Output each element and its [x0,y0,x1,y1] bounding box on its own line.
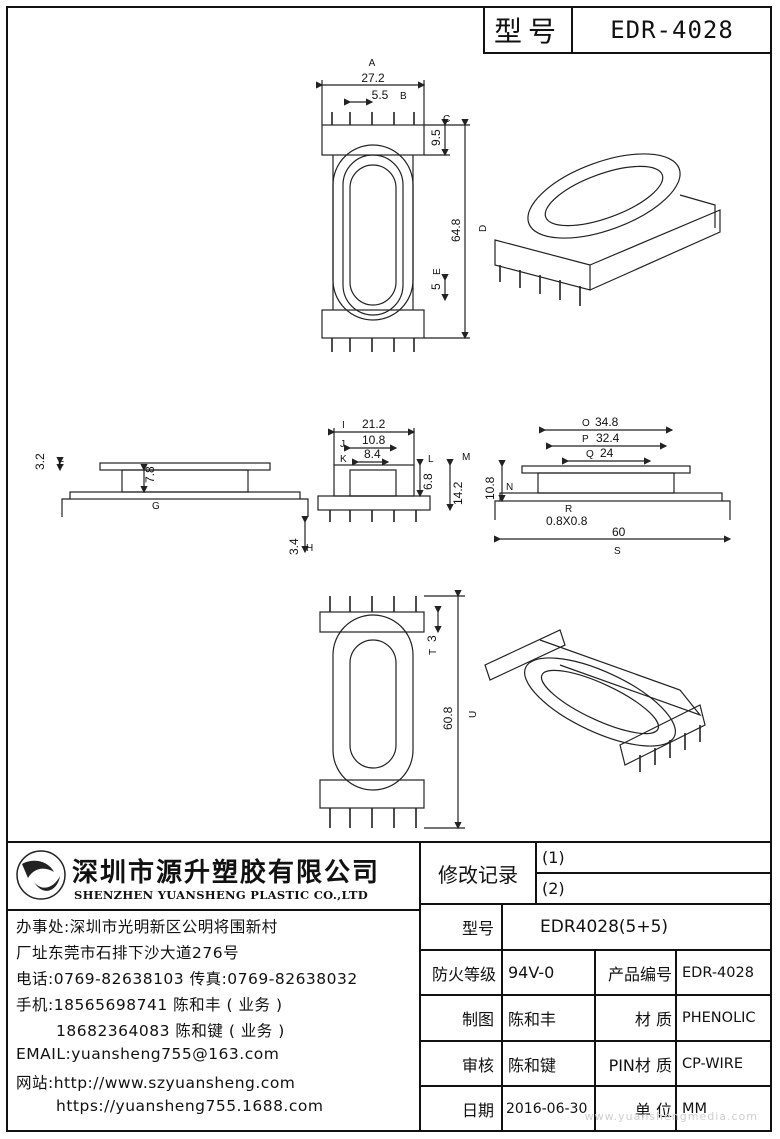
bottom-view [319,590,465,830]
tag-m: M [462,452,470,463]
date-value: 2016-06-30 [506,1101,588,1117]
check-label: 审核 [461,1055,494,1075]
tag-e: E [432,268,443,275]
tag-g: G [152,501,160,512]
tag-r: R [565,504,572,515]
dim-27-2: 27.2 [361,71,385,85]
drawn-value: 陈和丰 [508,1010,557,1029]
tag-q: Q [586,449,594,460]
iso-view-1 [494,153,721,306]
tag-k: K [340,454,347,465]
company-logo-icon [16,850,66,900]
header-model: EDR-4028 [571,8,771,54]
model-label: 型号 [461,919,494,938]
front-view [317,428,454,522]
website-2[interactable]: https://yuansheng755.1688.com [56,1097,324,1115]
dim-3-4: 3.4 [287,538,301,555]
dim-21-2: 21.2 [362,417,386,431]
dim-14-2: 14.2 [451,481,465,505]
check-value: 陈和键 [508,1055,557,1075]
tag-d: D [478,225,489,232]
dim-6-8: 6.8 [421,473,435,490]
watermark: www.yuanshengmedia.com [584,1110,758,1123]
dim-34-8: 34.8 [595,415,619,429]
model-value: EDR4028(5+5) [540,917,669,937]
dim-60: 60 [612,525,626,539]
tag-s: S [614,546,621,557]
dim-5-5: 5.5 [372,88,389,102]
dim-10-8: 10.8 [362,433,386,447]
dim-10-8b: 10.8 [483,476,497,500]
email[interactable]: EMAIL:yuansheng755@163.com [16,1045,280,1063]
material-value: PHENOLIC [682,1010,756,1026]
header-label: 型号 [483,8,571,54]
tag-a: A [369,58,376,69]
tag-f: F [58,460,64,471]
unit-label: 单 位 [634,1101,672,1120]
dim-9-5: 9.5 [429,129,443,146]
dim-32-4: 32.4 [596,431,620,445]
phone-fax: 电话:0769-82638103 传真:0769-82638032 [16,970,358,988]
unit-value: MM [682,1101,708,1117]
dim-pin: 0.8X0.8 [546,514,588,528]
material-label: 材 质 [634,1010,672,1029]
dim-64-8: 64.8 [449,218,463,242]
dim-3-2: 3.2 [33,453,47,470]
technical-drawing: 27.2 5.5 A B C 9.5 64.8 D 5 E 3.2 F 7.8 … [33,58,732,830]
tag-o: O [582,418,590,429]
tag-t: T [428,649,439,655]
dim-7-8: 7.8 [143,466,157,483]
mobile-1: 手机:18565698741 陈和丰 ( 业务 ) [16,996,283,1014]
top-view [316,80,470,352]
dim-3: 3 [425,635,439,642]
company-name-cn: 深圳市源升塑胶有限公司 [72,858,381,888]
tag-j: J [340,439,345,450]
side-view [56,457,309,554]
office-address: 办事处:深圳市光明新区公明将围新村 [16,918,278,936]
tag-i: I [342,420,345,431]
drawn-label: 制图 [461,1010,494,1029]
tag-l: L [428,454,434,465]
product-no-label: 产品编号 [607,964,672,984]
drawing-frame [6,6,772,1132]
dim-5: 5 [429,283,443,290]
pin-material-label: PIN材 质 [608,1055,672,1075]
tag-u: U [468,711,479,718]
tag-b: B [400,91,407,102]
iso-view-2 [484,629,706,772]
dim-8-4: 8.4 [364,447,381,461]
dim-60-8: 60.8 [441,706,455,730]
revision-label: 修改记录 [438,862,518,887]
fire-rating-label: 防火等级 [431,964,496,984]
pin-material-value: CP-WIRE [682,1055,744,1072]
company-name-en: SHENZHEN YUANSHENG PLASTIC CO.,LTD [74,888,369,902]
fire-rating-value: 94V-0 [508,963,555,982]
revision-2: (2) [542,879,565,898]
long-view [494,426,732,543]
tag-n: N [506,482,513,493]
product-no-value: EDR-4028 [682,964,754,981]
revision-1: (1) [542,848,565,867]
mobile-2: 18682364083 陈和键 ( 业务 ) [56,1022,285,1040]
website-1[interactable]: 网站:http://www.szyuansheng.com [16,1074,296,1092]
tag-p: P [582,434,589,445]
tag-h: H [306,543,313,554]
date-label: 日期 [461,1101,494,1120]
tag-c: C [443,114,450,125]
factory-address: 厂址东莞市石排下沙大道276号 [16,944,240,962]
dim-24: 24 [600,446,614,460]
